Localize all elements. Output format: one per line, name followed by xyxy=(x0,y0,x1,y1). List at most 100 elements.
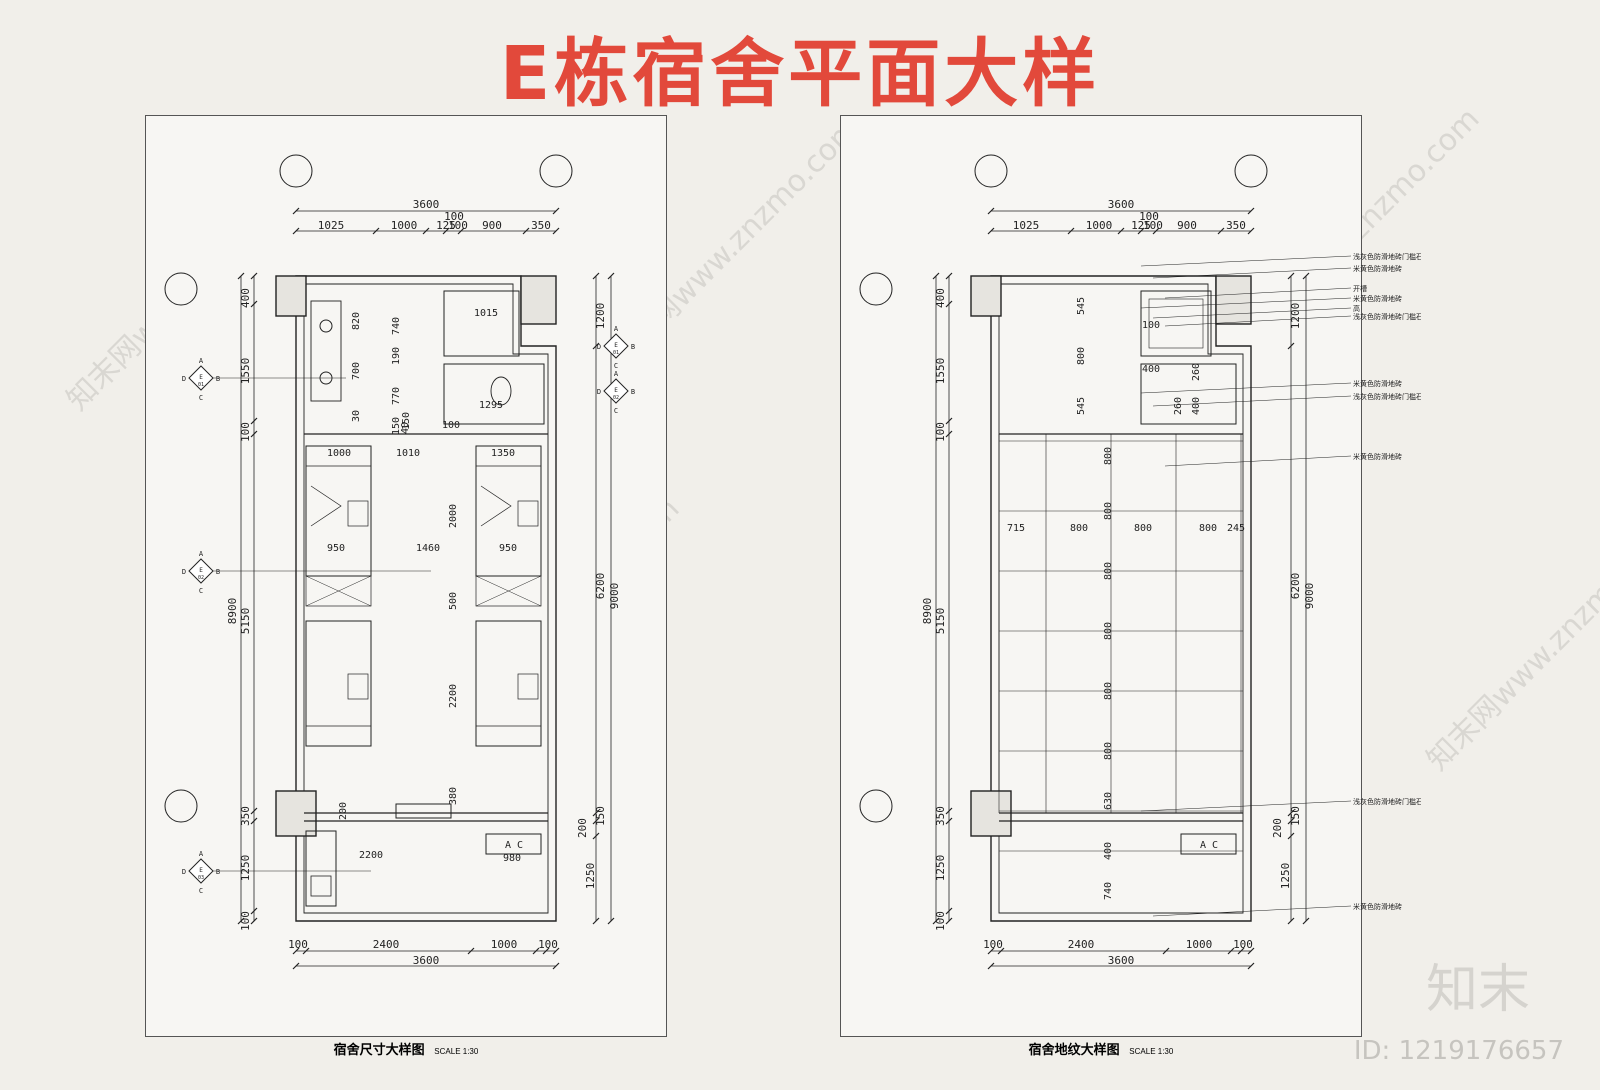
bunk-bed-upper xyxy=(305,445,372,577)
section-marker-label: B xyxy=(631,343,635,351)
section-marker-label: A xyxy=(199,850,204,858)
dim-right-chain: 6200 xyxy=(1289,573,1302,600)
dimension-tick xyxy=(945,430,953,438)
dimension-tick xyxy=(250,417,258,425)
caption-text: 宿舍地纹大样图 xyxy=(1028,1042,1120,1057)
dimension-tick xyxy=(1287,917,1295,925)
dim-left-chain: 350 xyxy=(239,806,252,826)
section-marker-label: B xyxy=(631,388,635,396)
section-marker-label: A xyxy=(199,357,204,365)
note-leader xyxy=(1152,307,1352,319)
dimension-tick xyxy=(997,947,1005,955)
dim-inner: 500 xyxy=(448,592,459,610)
dimension-tick xyxy=(442,227,450,235)
dim-right-chain: 150 xyxy=(1289,806,1302,826)
section-marker-label: 02 xyxy=(613,395,619,401)
note-leader xyxy=(1140,800,1352,812)
section-marker-label: B xyxy=(216,568,220,576)
dimension-tick xyxy=(237,917,245,925)
dim-top: 100 xyxy=(1139,210,1159,223)
dimension-tick xyxy=(250,817,258,825)
sink-fixture xyxy=(319,319,333,333)
dimension-tick xyxy=(607,272,615,280)
dim-inner: 245 xyxy=(1227,523,1245,534)
note-leader xyxy=(1140,255,1352,267)
material-note: 米黄色防滑地砖 xyxy=(1353,264,1402,273)
grid-axis-bubble xyxy=(164,789,198,823)
dimension-tick xyxy=(945,272,953,280)
dim-left-chain: 1550 xyxy=(239,358,252,385)
material-note: 浅灰色防滑地砖门槛石 xyxy=(1353,312,1421,321)
dim-inner: 1295 xyxy=(479,400,503,411)
section-marker-label: D xyxy=(182,568,186,576)
dim-top-chain: 100 xyxy=(1143,219,1163,232)
dimension-tick xyxy=(292,207,300,215)
dimension-tick xyxy=(945,817,953,825)
dimension-tick xyxy=(1217,227,1225,235)
image-id: ID: 1219176657 xyxy=(1353,1036,1564,1066)
dimension-tick xyxy=(250,300,258,308)
dim-top-chain: 900 xyxy=(1177,219,1197,232)
dimension-tick xyxy=(987,947,995,955)
section-marker xyxy=(188,365,214,391)
dim-bottom-chain: 100 xyxy=(983,938,1003,951)
dim-left-chain: 1250 xyxy=(239,855,252,882)
dimension-tick xyxy=(292,947,300,955)
brand-logo: 知末 xyxy=(1425,960,1530,1020)
dimension-tick xyxy=(552,207,560,215)
section-marker-label: C xyxy=(199,887,203,895)
dimension-tick xyxy=(372,227,380,235)
shower-tray xyxy=(1148,298,1204,349)
dim-left-chain: 350 xyxy=(934,806,947,826)
dim-top-total: 3600 xyxy=(413,198,440,211)
grid-axis-bubble xyxy=(539,154,573,188)
material-note: 浅灰色防滑地砖门槛石 xyxy=(1353,252,1421,261)
note-leader xyxy=(1164,287,1352,299)
dimension-tick xyxy=(987,227,995,235)
material-note: 米黄色防滑地砖 xyxy=(1353,902,1402,911)
caption-dimension-plan: 宿舍尺寸大样图 SCALE 1:30 xyxy=(146,1039,666,1058)
dim-right-chain: 9000 xyxy=(608,583,621,610)
dim-left-chain: 1550 xyxy=(934,358,947,385)
section-marker-label: A xyxy=(614,370,619,378)
dim-left-chain: 100 xyxy=(934,911,947,931)
section-marker-label: A xyxy=(199,550,204,558)
wardrobe-cross xyxy=(475,575,542,607)
dimension-tick xyxy=(1287,809,1295,817)
dimension-tick xyxy=(532,947,540,955)
note-leader xyxy=(1152,267,1352,279)
dim-inner: 950 xyxy=(499,543,517,554)
bathroom-tile-zone xyxy=(1140,363,1237,425)
toilet-fixture xyxy=(490,376,512,406)
dim-top-chain: 900 xyxy=(482,219,502,232)
dim-inner: 40 xyxy=(400,422,411,434)
material-note: 米黄色防滑地砖 xyxy=(1353,452,1402,461)
dim-inner: 820 xyxy=(351,312,362,330)
dimension-tick xyxy=(945,300,953,308)
ac-label: A C xyxy=(1200,840,1218,851)
dim-right-chain: 1250 xyxy=(584,863,597,890)
dimension-tick xyxy=(945,917,953,925)
dimension-tick xyxy=(1227,947,1235,955)
dimension-tick xyxy=(250,917,258,925)
dim-bottom-chain: 2400 xyxy=(373,938,400,951)
dimension-tick xyxy=(945,417,953,425)
dim-inner: 1460 xyxy=(416,543,440,554)
drain-grille xyxy=(310,875,332,897)
grid-axis-bubble xyxy=(859,272,893,306)
desk-chair xyxy=(517,500,539,527)
dim-inner: 545 xyxy=(1076,297,1087,315)
washing-machine xyxy=(305,830,337,907)
dim-right-chain: 200 xyxy=(576,818,589,838)
caption-scale: SCALE 1:30 xyxy=(1129,1047,1174,1056)
dim-top-chain: 350 xyxy=(1226,219,1246,232)
dim-inner: 630 xyxy=(1103,792,1114,810)
dim-bottom-chain: 1000 xyxy=(491,938,518,951)
dim-inner: 150 xyxy=(391,417,402,435)
dim-inner: 400 xyxy=(1103,842,1114,860)
dimension-tick xyxy=(1152,227,1160,235)
dimension-tick xyxy=(1117,227,1125,235)
page-title: E栋宿舍平面大样 xyxy=(499,31,1101,117)
dim-inner: 800 xyxy=(1103,622,1114,640)
